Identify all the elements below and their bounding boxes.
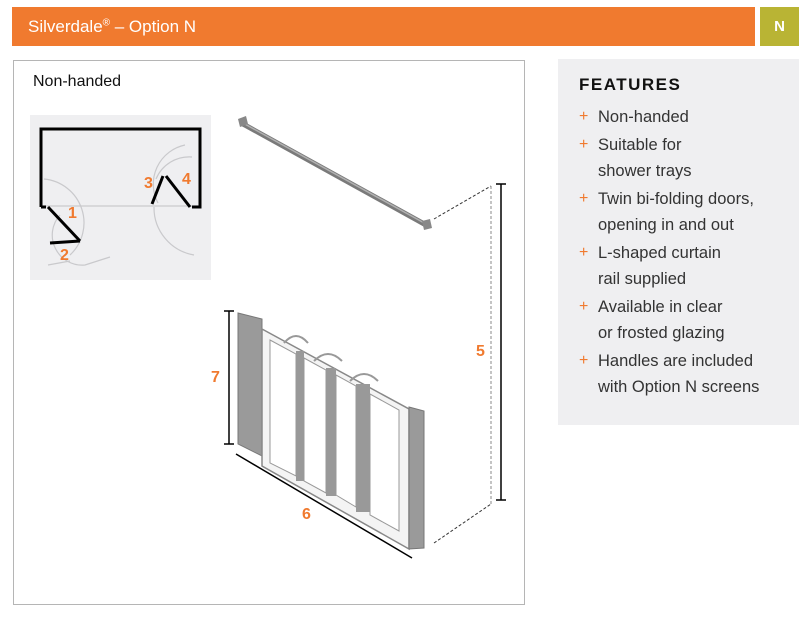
plan-label-3: 3 bbox=[144, 175, 153, 192]
feature-item: + Non-handed bbox=[579, 104, 799, 130]
feature-item: + Handles are included with Option N scree… bbox=[579, 348, 799, 400]
plus-icon: + bbox=[579, 190, 589, 207]
feature-text: Twin bi-folding doors, bbox=[598, 190, 754, 208]
shower-screen-illustration bbox=[224, 116, 506, 559]
dimension-label-5: 5 bbox=[476, 343, 485, 360]
diagram-panel: Non-handed 1 2 3 4 bbox=[13, 60, 525, 605]
plus-icon: + bbox=[579, 108, 589, 125]
dimension-label-7: 7 bbox=[211, 369, 220, 386]
feature-item: + Suitable for shower trays bbox=[579, 132, 799, 184]
feature-text: shower trays bbox=[598, 162, 692, 180]
feature-item: + Available in clear or frosted glazing bbox=[579, 294, 799, 346]
feature-text: with Option N screens bbox=[598, 378, 760, 396]
registered-mark: ® bbox=[102, 17, 111, 29]
feature-text: Available in clear bbox=[598, 298, 723, 316]
feature-item: + L-shaped curtain rail supplied bbox=[579, 240, 799, 292]
plus-icon: + bbox=[579, 244, 589, 261]
feature-text: L-shaped curtain bbox=[598, 244, 721, 262]
plus-icon: + bbox=[579, 352, 589, 369]
features-box: FEATURES + Non-handed + Suitable for shower… bbox=[558, 59, 799, 425]
feature-text: opening in and out bbox=[598, 216, 734, 234]
title-suffix: – Option N bbox=[110, 17, 197, 36]
features-list: + Non-handed + Suitable for shower trays + T… bbox=[579, 104, 799, 402]
feature-text: Non-handed bbox=[598, 108, 689, 126]
plan-label-4: 4 bbox=[182, 171, 191, 188]
floor-plan-diagram: 1 2 3 4 bbox=[30, 115, 211, 280]
option-badge: N bbox=[760, 7, 799, 46]
feature-text: rail supplied bbox=[598, 270, 687, 288]
feature-text: Suitable for bbox=[598, 136, 682, 154]
features-heading: FEATURES bbox=[579, 75, 682, 94]
screen-panels-icon bbox=[237, 312, 425, 551]
feature-item: + Twin bi-folding doors, opening in and ou… bbox=[579, 186, 799, 238]
plan-label-2: 2 bbox=[60, 247, 69, 264]
floor-plan-icon bbox=[39, 127, 202, 266]
dimension-label-6: 6 bbox=[302, 506, 311, 523]
plan-label-1: 1 bbox=[68, 205, 77, 222]
plus-icon: + bbox=[579, 298, 589, 315]
header-bar: Silverdale® – Option N bbox=[12, 7, 755, 46]
page-title: Silverdale® – Option N bbox=[28, 17, 196, 37]
curtain-rail-icon bbox=[238, 116, 432, 230]
title-text: Silverdale bbox=[28, 17, 103, 36]
feature-text: or frosted glazing bbox=[598, 324, 725, 342]
plus-icon: + bbox=[579, 136, 589, 153]
handedness-label: Non-handed bbox=[33, 73, 122, 90]
feature-text: Handles are included bbox=[598, 352, 754, 370]
